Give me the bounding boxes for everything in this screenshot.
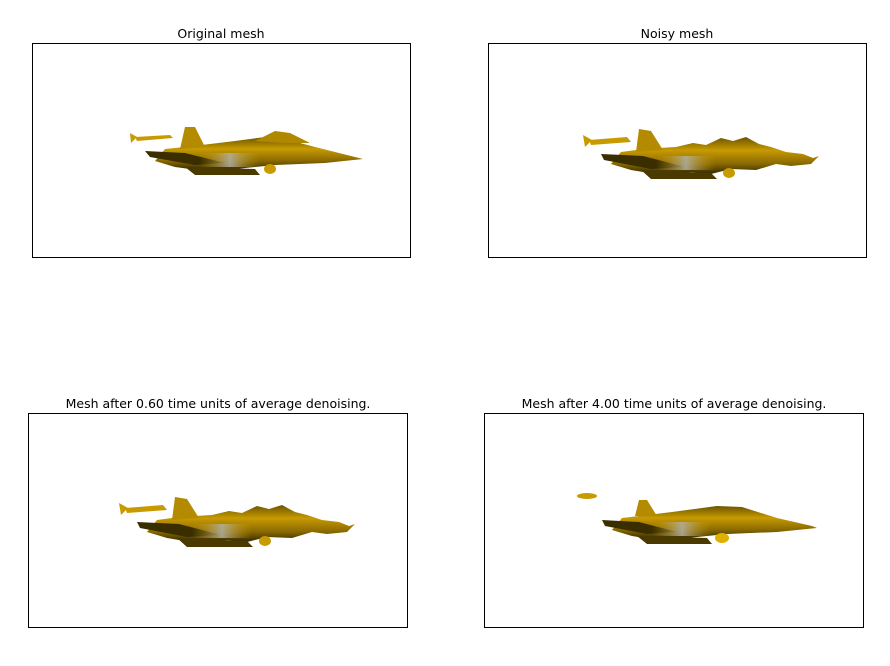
jet-render-original	[130, 127, 363, 175]
panel-title-original: Original mesh	[177, 26, 265, 41]
panel-title-denoised-060: Mesh after 0.60 time units of average de…	[65, 396, 371, 411]
mesh-panel-noisy	[488, 43, 867, 258]
panel-title-denoised-400: Mesh after 4.00 time units of average de…	[521, 396, 827, 411]
jet-render-noisy	[583, 129, 819, 179]
jet-render-denoised-060	[119, 497, 355, 547]
panel-title-noisy: Noisy mesh	[640, 26, 714, 41]
jet-render-denoised-400	[577, 493, 817, 544]
mesh-panel-denoised-060	[28, 413, 408, 628]
mesh-panel-original	[32, 43, 411, 258]
mesh-panel-denoised-400	[484, 413, 864, 628]
